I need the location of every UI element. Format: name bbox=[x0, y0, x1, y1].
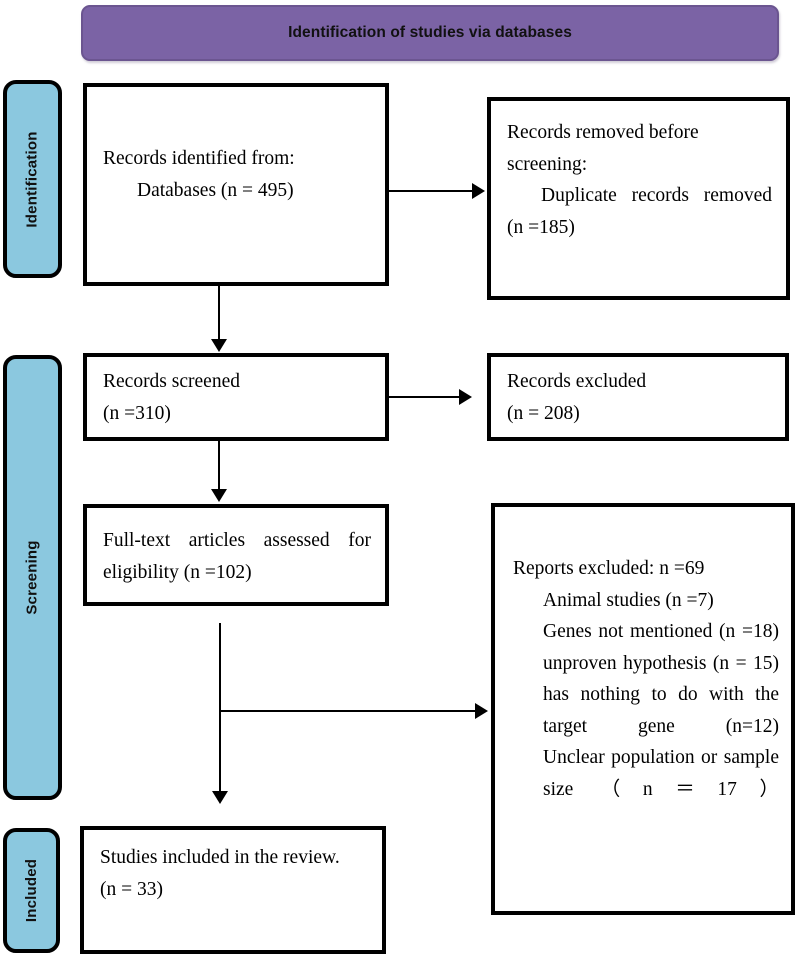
stage-tab-included-label: Included bbox=[23, 858, 40, 923]
studies-included-line1: Studies included in the review. bbox=[100, 847, 340, 868]
records-removed-line3: Duplicate records removed bbox=[541, 185, 772, 207]
stage-tab-included: Included bbox=[3, 828, 60, 953]
records-identified-line2: Databases (n = 495) bbox=[137, 179, 294, 201]
records-removed-line4: (n =185) bbox=[507, 216, 575, 238]
reports-excluded-heading: Reports excluded: n =69 bbox=[513, 558, 705, 579]
connector-identified-to-removed-line bbox=[389, 190, 474, 192]
studies-included-line2: (n = 33) bbox=[100, 878, 163, 900]
reports-excluded-reason: Unclear population or sample size （n＝17） bbox=[543, 747, 779, 801]
connector-screened-to-excluded-line bbox=[389, 396, 461, 398]
arrow-right-icon bbox=[459, 389, 472, 405]
box-records-removed-before-screening: Records removed before screening: Duplic… bbox=[487, 97, 790, 300]
arrow-right-icon bbox=[472, 183, 485, 199]
box-records-identified: Records identified from: Databases (n = … bbox=[83, 83, 389, 286]
connector-identified-to-screened-line bbox=[218, 286, 220, 341]
records-screened-line2: (n =310) bbox=[103, 402, 171, 424]
arrow-down-icon bbox=[211, 489, 227, 502]
arrow-down-icon bbox=[211, 339, 227, 352]
box-reports-excluded: Reports excluded: n =69 Animal studies (… bbox=[491, 503, 795, 915]
stage-tab-screening: Screening bbox=[3, 355, 62, 800]
reports-excluded-reason: has nothing to do with the target gene (… bbox=[543, 684, 779, 737]
records-removed-line2: screening: bbox=[507, 153, 588, 175]
fulltext-line1: Full-text articles assessed for bbox=[103, 530, 371, 551]
records-screened-line1: Records screened bbox=[103, 371, 240, 392]
reports-excluded-reason: Genes not mentioned (n =18) bbox=[543, 621, 779, 643]
records-excluded-line1: Records excluded bbox=[507, 371, 647, 392]
records-removed-line1: Records removed before bbox=[507, 122, 699, 143]
banner-title: Identification of studies via databases bbox=[288, 24, 572, 41]
box-studies-included-in-review: Studies included in the review. (n = 33) bbox=[80, 826, 386, 954]
stage-tab-identification: Identification bbox=[3, 80, 62, 278]
fulltext-line2: eligibility (n =102) bbox=[103, 561, 252, 583]
records-excluded-line2: (n = 208) bbox=[507, 402, 580, 424]
box-records-excluded: Records excluded (n = 208) bbox=[487, 353, 789, 441]
reports-excluded-reason: Animal studies (n =7) bbox=[543, 589, 714, 611]
records-identified-line1: Records identified from: bbox=[103, 148, 295, 169]
box-records-screened: Records screened (n =310) bbox=[83, 353, 389, 441]
box-fulltext-articles-assessed: Full-text articles assessed for eligibil… bbox=[83, 504, 389, 606]
banner-identification-via-databases: Identification of studies via databases bbox=[81, 5, 779, 61]
arrow-down-icon bbox=[212, 791, 228, 804]
stage-tab-identification-label: Identification bbox=[24, 130, 42, 228]
arrow-right-icon bbox=[475, 703, 488, 719]
stage-tab-screening-label: Screening bbox=[24, 540, 42, 615]
connector-fulltext-to-included-line bbox=[219, 623, 221, 793]
connector-fulltext-to-reports-excluded-line bbox=[219, 710, 477, 712]
reports-excluded-reason: unproven hypothesis (n = 15) bbox=[543, 652, 779, 674]
connector-screened-to-fulltext-line bbox=[218, 441, 220, 491]
